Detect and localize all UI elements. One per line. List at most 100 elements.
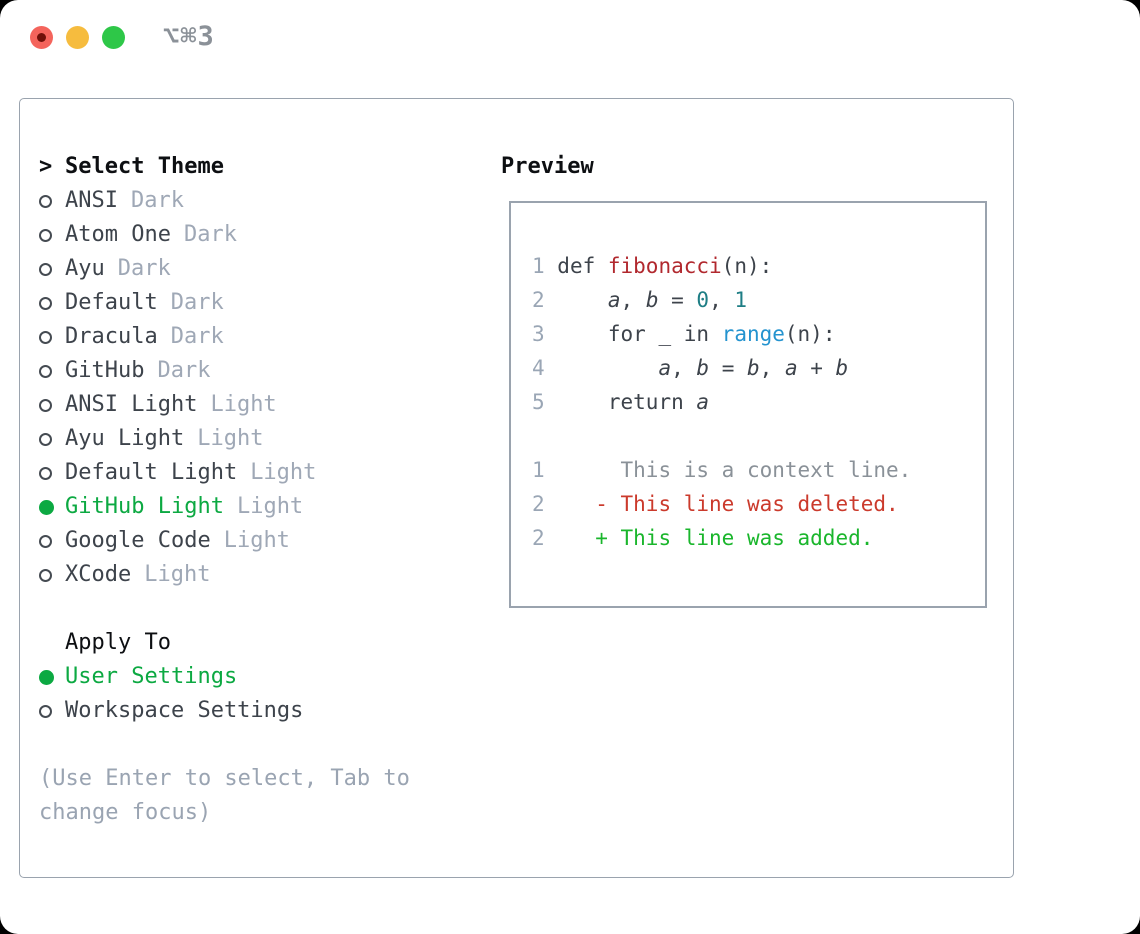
theme-name: Default — [65, 290, 158, 315]
theme-list-item[interactable]: GitHub Light Light — [39, 490, 479, 524]
theme-variant-tag: Light — [223, 528, 290, 553]
marker-slot — [39, 466, 65, 480]
code-token-plain: for _ in — [557, 322, 722, 346]
apply-to-option[interactable]: User Settings — [39, 660, 479, 694]
diff-text: This is a context line. — [595, 458, 912, 482]
code-token-plain: = — [709, 356, 747, 380]
marker-slot — [39, 364, 65, 378]
theme-variant-tag: Dark — [183, 222, 237, 247]
theme-variant-tag: Light — [144, 562, 211, 587]
theme-name: Ayu Light — [65, 426, 185, 451]
theme-name: GitHub — [65, 358, 145, 383]
theme-variant-tag: Light — [210, 392, 277, 417]
marker-slot — [39, 398, 65, 412]
gutter-gap — [545, 492, 596, 516]
code-token-plain — [557, 288, 608, 312]
code-token-variable: b — [696, 356, 710, 380]
code-line: 3 for _ in range(n): — [532, 317, 985, 351]
code-token-plain: + — [797, 356, 836, 380]
diff-block: 1 This is a context line. 2 - This line w… — [532, 453, 985, 555]
theme-list-item[interactable]: ANSI Dark — [39, 184, 479, 218]
minimize-button[interactable] — [66, 26, 89, 49]
code-token-variable: b — [645, 288, 659, 312]
line-number: 2 — [532, 288, 558, 312]
radio-icon — [39, 568, 52, 582]
gutter-gap — [545, 526, 596, 550]
theme-variant-tag: Light — [236, 494, 304, 519]
gutter-gap — [545, 458, 596, 482]
apply-to-title: Apply To — [65, 630, 171, 655]
code-token-variable: a — [696, 390, 710, 414]
line-number: 2 — [532, 492, 545, 516]
theme-variant-tag: Dark — [130, 188, 184, 213]
code-token-builtin: range — [721, 322, 785, 346]
line-number: 4 — [532, 356, 558, 380]
code-token-variable: a — [607, 288, 621, 312]
cursor-slot: > — [39, 150, 65, 184]
marker-slot — [39, 194, 65, 208]
radio-icon — [39, 432, 52, 446]
marker-slot — [39, 262, 65, 276]
theme-list-item[interactable]: Ayu Light Light — [39, 422, 479, 456]
theme-name: Dracula — [65, 324, 158, 349]
code-token-number: 1 — [734, 288, 748, 312]
code-token-plain: (n): — [721, 254, 773, 278]
marker-slot — [39, 568, 65, 582]
marker-slot — [39, 499, 65, 515]
theme-variant-tag: Light — [197, 426, 264, 451]
code-token-variable: a — [784, 356, 798, 380]
theme-name: Atom One — [65, 222, 171, 247]
code-token-variable: a — [658, 356, 672, 380]
apply-to-option[interactable]: Workspace Settings — [39, 694, 479, 728]
radio-icon — [39, 398, 52, 412]
zoom-button[interactable] — [102, 26, 125, 49]
radio-icon — [39, 364, 52, 378]
blank-line — [532, 419, 985, 453]
code-token-number: 0 — [696, 288, 710, 312]
line-number: 1 — [532, 458, 545, 482]
theme-name: ANSI Light — [65, 392, 198, 417]
theme-list-item[interactable]: XCode Light — [39, 558, 479, 592]
radio-icon — [39, 466, 52, 480]
help-text: (Use Enter to select, Tab to change focu… — [39, 766, 410, 825]
radio-icon — [39, 296, 52, 310]
radio-icon — [39, 330, 52, 344]
code-token-plain: (n): — [784, 322, 836, 346]
marker-slot — [39, 534, 65, 548]
theme-list-item[interactable]: Google Code Light — [39, 524, 479, 558]
theme-variant-tag: Light — [250, 460, 317, 485]
theme-variant-tag: Dark — [157, 358, 211, 383]
apply-to-option-label: Workspace Settings — [65, 698, 304, 723]
code-token-plain: def — [557, 254, 608, 278]
theme-name: ANSI — [65, 188, 118, 213]
radio-icon — [39, 534, 52, 548]
code-token-plain: = — [658, 288, 697, 312]
theme-name: XCode — [65, 562, 132, 587]
theme-name: GitHub Light — [65, 494, 224, 519]
theme-list-item[interactable]: ANSI Light Light — [39, 388, 479, 422]
marker-slot — [39, 669, 65, 685]
radio-selected-icon — [39, 669, 54, 685]
code-token-variable: b — [835, 356, 849, 380]
theme-list-item[interactable]: GitHub Dark — [39, 354, 479, 388]
theme-list-item[interactable]: Atom One Dark — [39, 218, 479, 252]
theme-name: Ayu — [65, 256, 105, 281]
diff-line-context: 1 This is a context line. — [532, 453, 985, 487]
theme-name: Google Code — [65, 528, 211, 553]
diff-text: - This line was deleted. — [595, 492, 899, 516]
close-button[interactable] — [30, 26, 53, 49]
marker-slot — [39, 330, 65, 344]
line-number: 1 — [532, 254, 558, 278]
code-token-variable: b — [747, 356, 760, 380]
code-line: 4 a, b = b, a + b — [532, 351, 985, 385]
apply-to-title-row: Apply To — [39, 626, 479, 660]
